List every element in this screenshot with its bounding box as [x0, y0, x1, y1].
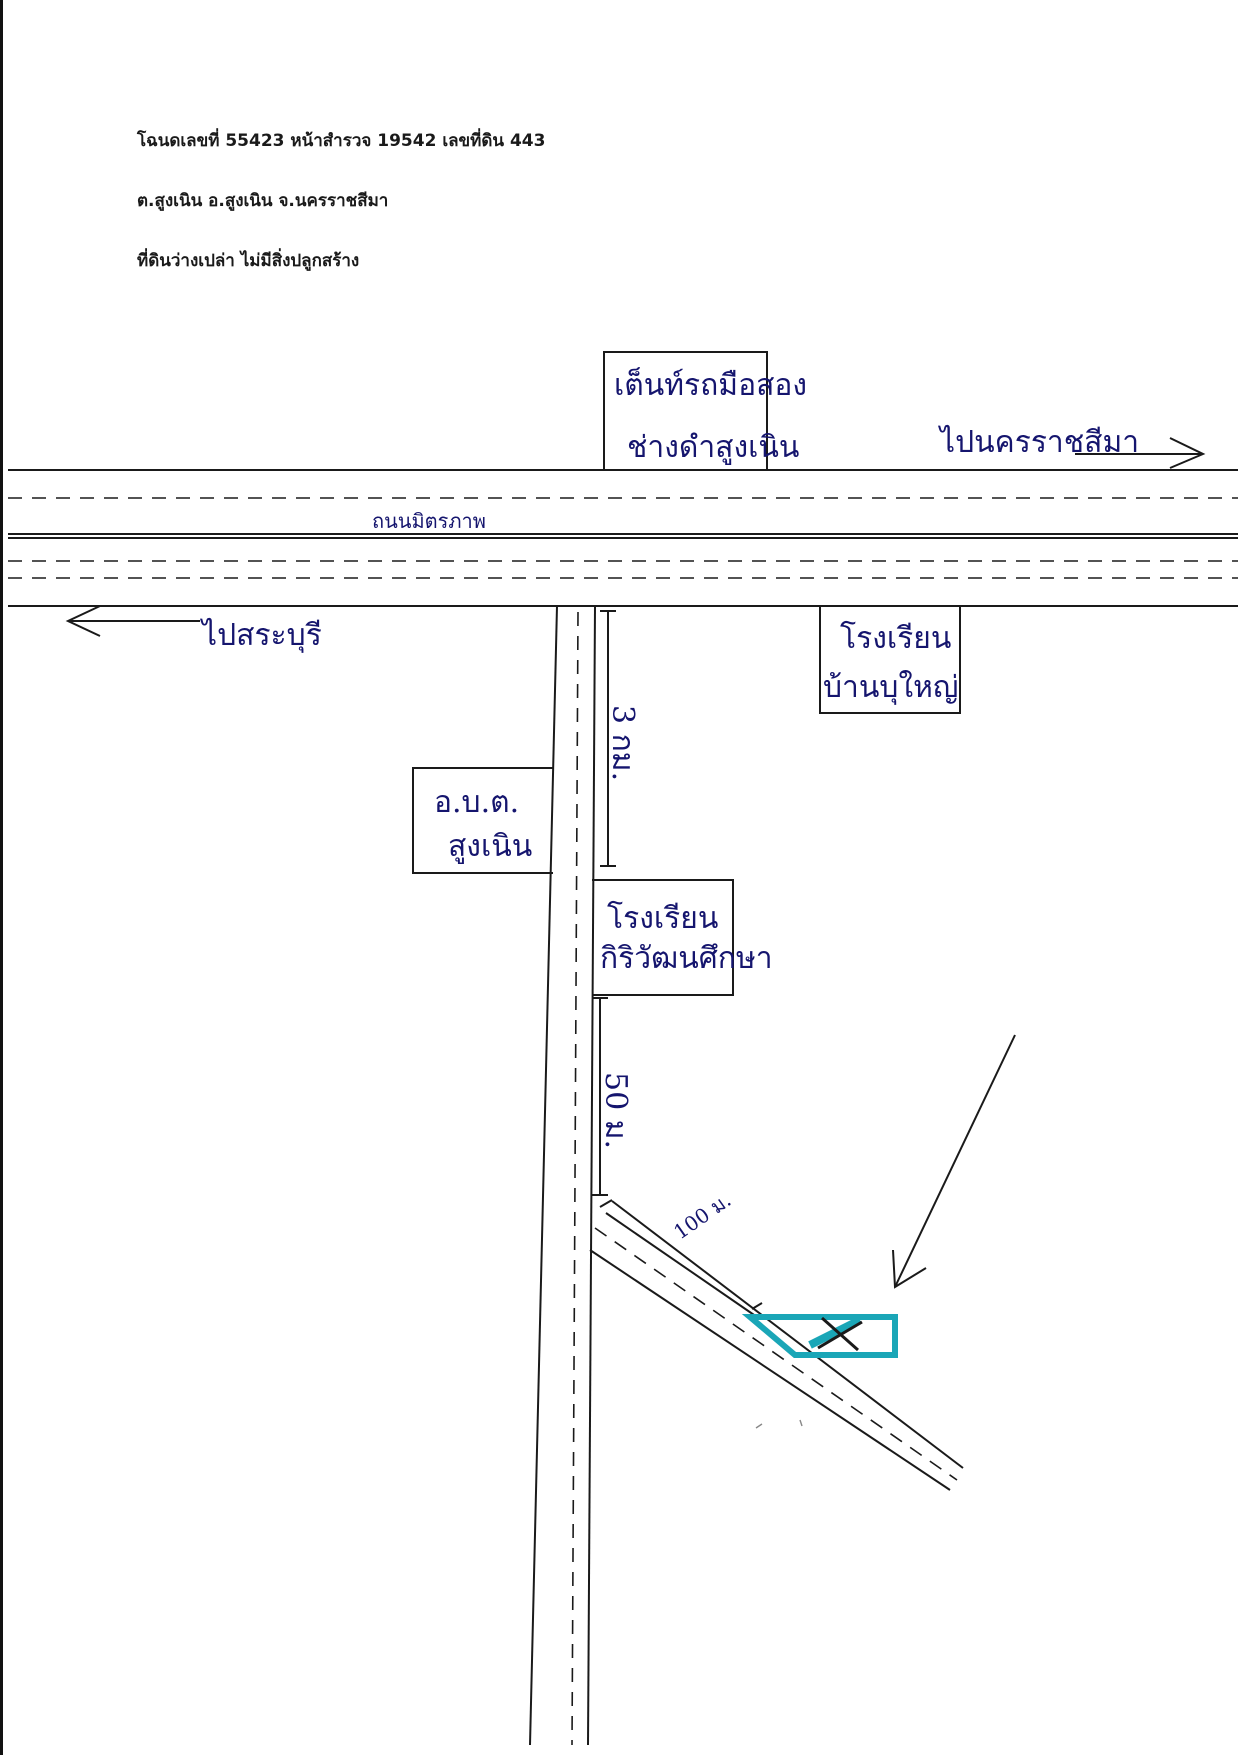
car-tent-line1: เต็นท์รถมือสอง: [614, 366, 807, 403]
pointer-arrow-icon: [892, 1034, 1016, 1289]
main-road-name-label: ถนนมิตรภาพ: [372, 509, 486, 533]
side-road: [529, 605, 596, 1746]
distance-marker-100m: [599, 1199, 763, 1318]
arrow-left-icon: [65, 605, 200, 637]
main-highway: [8, 469, 1238, 607]
distance-marker-3km: [600, 610, 616, 867]
school-baan-bu-yai-box: โรงเรียน บ้านบุใหญ่: [819, 606, 961, 714]
branch-road: [589, 1200, 964, 1491]
car-tent-line2: ช่างดำสูงเนิน: [627, 430, 799, 465]
stray-marks: [755, 1419, 803, 1429]
distance-100m-label: 100 ม.: [669, 1188, 735, 1244]
location-line: ต.สูงเนิน อ.สูงเนิน จ.นครราชสีมา: [137, 191, 389, 211]
land-description-line: ที่ดินว่างเปล่า ไม่มีสิ่งปลูกสร้าง: [137, 251, 360, 271]
deed-number-line: โฉนดเลขที่ 55423 หน้าสำรวจ 19542 เลขที่ด…: [137, 131, 546, 151]
distance-50m-label: 50 ม.: [598, 1072, 633, 1149]
direction-west-label: ไปสระบุรี: [200, 617, 322, 654]
sao-office-box: อ.บ.ต. สูงเนิน: [412, 767, 553, 874]
arrow-right-icon: [1075, 437, 1206, 469]
target-land-plot: [741, 1314, 898, 1358]
school-kiriwattana-box: โรงเรียน กิริวัฒนศึกษา: [592, 879, 773, 996]
school-right-line1: โรงเรียน: [840, 620, 951, 656]
distance-marker-50m: [592, 997, 608, 1196]
sao-line1: อ.บ.ต.: [434, 785, 519, 820]
school-right-line2: บ้านบุใหญ่: [823, 670, 958, 706]
distance-3km-label: 3 กม.: [605, 705, 640, 781]
sao-line2: สูงเนิน: [448, 829, 532, 864]
school-middle-line1: โรงเรียน: [607, 900, 718, 936]
school-middle-line2: กิริวัฒนศึกษา: [600, 941, 773, 976]
page-left-edge: [0, 0, 3, 1755]
landmark-car-tent-box: เต็นท์รถมือสอง ช่างดำสูงเนิน: [603, 351, 807, 470]
